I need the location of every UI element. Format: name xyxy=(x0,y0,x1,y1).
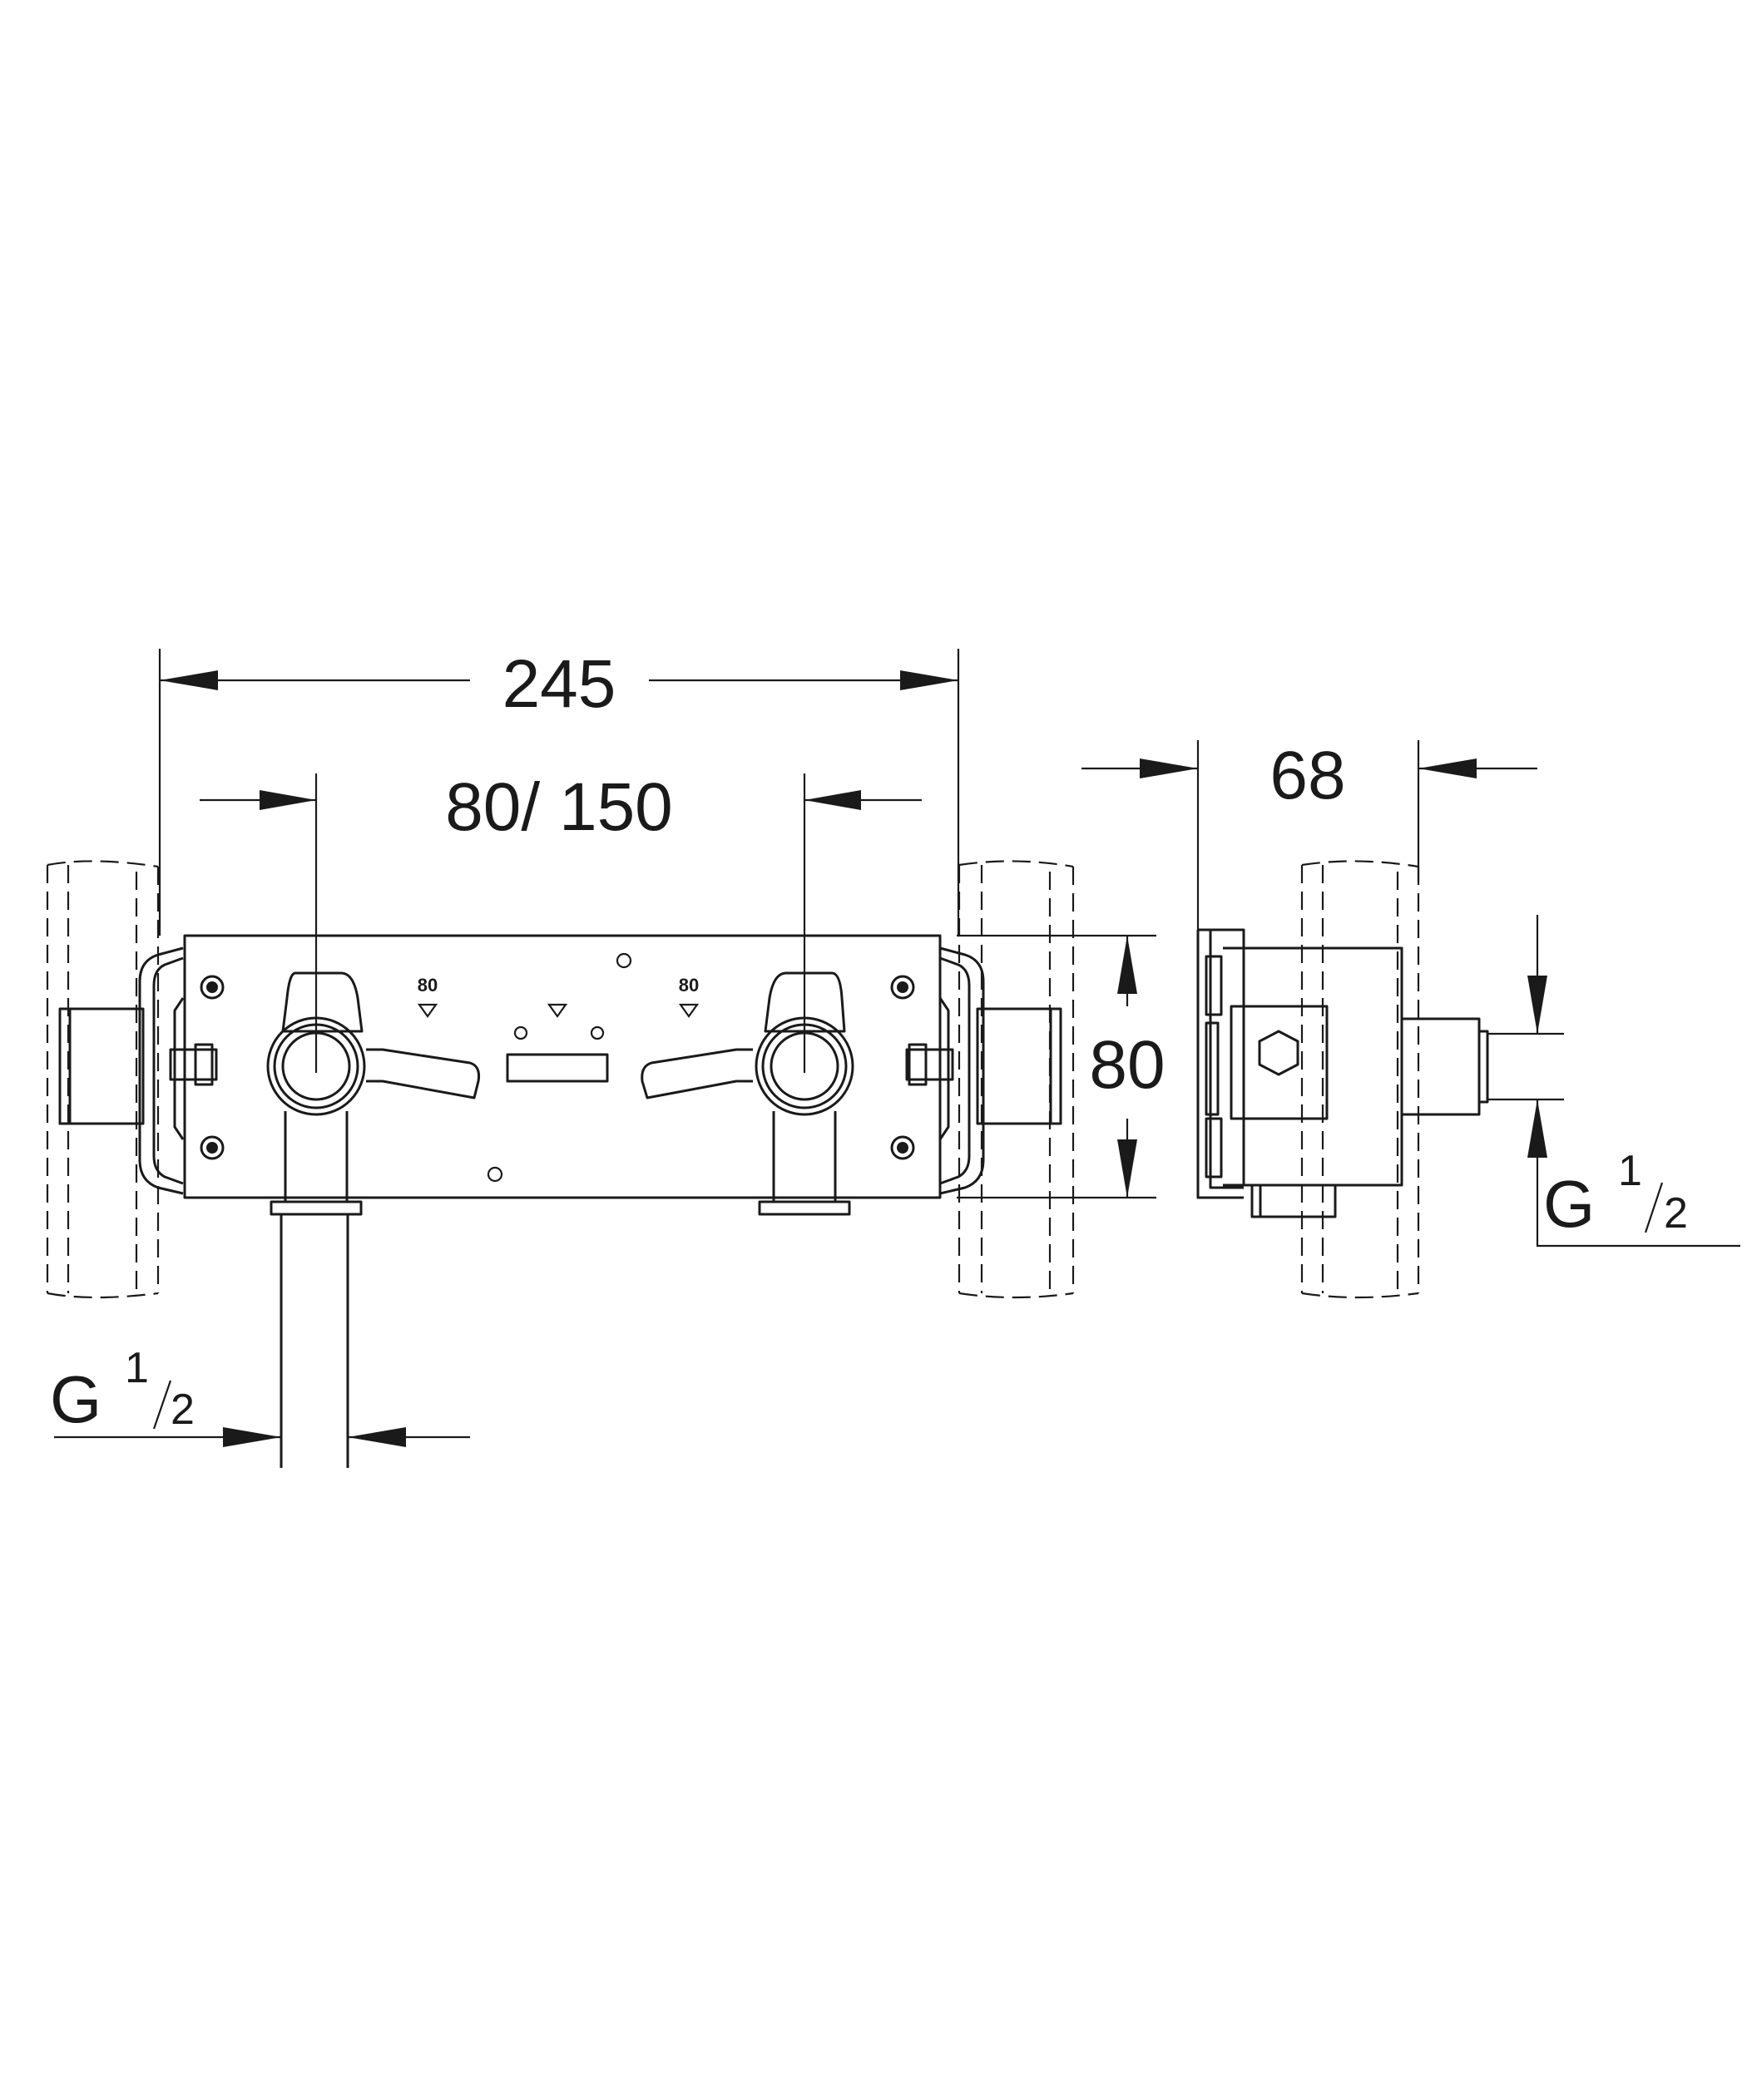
left-end-bracket xyxy=(138,946,218,1195)
arrow-head-icon xyxy=(1418,758,1477,778)
side-wall-stud xyxy=(1300,860,1420,1299)
svg-text:1: 1 xyxy=(125,1344,149,1392)
arrow-head-icon xyxy=(1527,1099,1547,1158)
arrow-head-icon xyxy=(1140,758,1198,778)
plate-mark-right: 80 xyxy=(679,975,699,996)
svg-text:1: 1 xyxy=(1618,1147,1642,1195)
front-view: 80 80 xyxy=(46,649,1075,1468)
mounting-plate xyxy=(183,934,942,1199)
hex-nut-icon xyxy=(1258,1030,1299,1076)
svg-text:245: 245 xyxy=(502,646,616,722)
left-wall-stud xyxy=(46,860,160,1299)
side-view xyxy=(1196,740,1564,1299)
arrow-head-icon xyxy=(804,790,861,810)
arrow-head-icon xyxy=(348,1427,406,1447)
thread-label-bottom: G 1 2 xyxy=(50,1344,470,1447)
bottom-pipe xyxy=(280,1214,349,1468)
svg-text:80: 80 xyxy=(1089,1027,1165,1103)
plate-mark-left: 80 xyxy=(418,975,438,996)
right-pipe-stub xyxy=(976,1007,1062,1125)
triangle-marker-icon xyxy=(678,1003,700,1018)
arrow-head-icon xyxy=(160,670,218,690)
left-pipe-stub xyxy=(58,1007,145,1125)
side-outlet xyxy=(1400,1017,1481,1116)
center-slot xyxy=(506,1053,609,1083)
svg-text:G: G xyxy=(50,1362,101,1436)
dimension-68: 68 xyxy=(1081,738,1537,813)
svg-text:80/ 150: 80/ 150 xyxy=(445,769,673,845)
svg-text:68: 68 xyxy=(1269,738,1345,813)
dimension-80-height: 80 xyxy=(957,934,1166,1199)
svg-text:2: 2 xyxy=(171,1386,195,1434)
left-valve xyxy=(266,971,480,1216)
arrow-head-icon xyxy=(223,1427,281,1447)
arrow-head-icon xyxy=(1117,936,1137,994)
dimension-245: 245 xyxy=(160,646,958,722)
thread-label-side: G 1 2 xyxy=(1527,915,1740,1248)
triangle-marker-icon xyxy=(417,1003,438,1018)
dimension-80-150: 80/ 150 xyxy=(200,769,922,845)
arrow-head-icon xyxy=(260,790,316,810)
right-valve xyxy=(641,971,854,1216)
screw-holes xyxy=(200,952,915,1183)
svg-text:G: G xyxy=(1543,1167,1595,1241)
arrow-head-icon xyxy=(1527,976,1547,1034)
arrow-head-icon xyxy=(1117,1139,1137,1198)
arrow-head-icon xyxy=(900,670,958,690)
svg-text:2: 2 xyxy=(1664,1189,1688,1238)
triangle-marker-icon xyxy=(547,1003,568,1018)
right-end-bracket xyxy=(905,946,985,1195)
